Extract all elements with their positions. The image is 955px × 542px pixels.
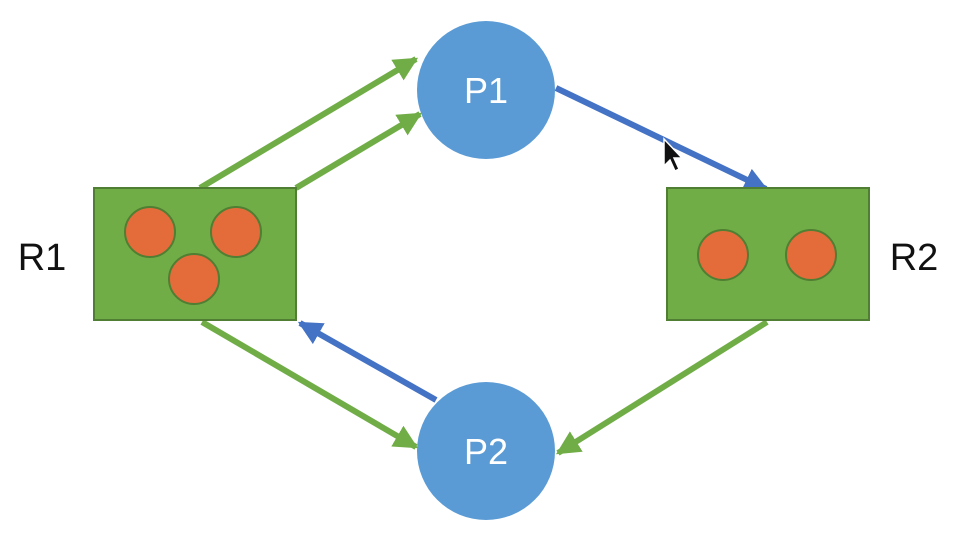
resource-r2-label: R2	[890, 237, 939, 279]
resource-r1	[93, 187, 297, 321]
edge-r2-p2	[555, 319, 769, 456]
process-p2: P2	[417, 382, 555, 520]
edge-r1-p2	[200, 319, 419, 450]
resource-instance-dot	[697, 229, 749, 281]
edge-r1-p1-upper	[198, 56, 419, 191]
process-p1: P1	[417, 21, 555, 159]
resource-instance-dot	[124, 206, 176, 258]
process-p1-label: P1	[464, 70, 508, 111]
resource-instance-dot	[210, 206, 262, 258]
edge-r1-p1-lower	[294, 111, 423, 191]
edge-p2-r1	[297, 320, 438, 403]
resource-r2	[666, 187, 870, 321]
resource-instance-dot	[168, 253, 220, 305]
process-p2-label: P2	[464, 431, 508, 472]
mouse-cursor-icon	[663, 137, 684, 173]
edge-p1-r2	[554, 85, 769, 192]
resource-instance-dot	[785, 229, 837, 281]
watermark-text: 掘金技术社区 @ web小张	[692, 495, 938, 519]
resource-r1-label: R1	[18, 237, 67, 279]
